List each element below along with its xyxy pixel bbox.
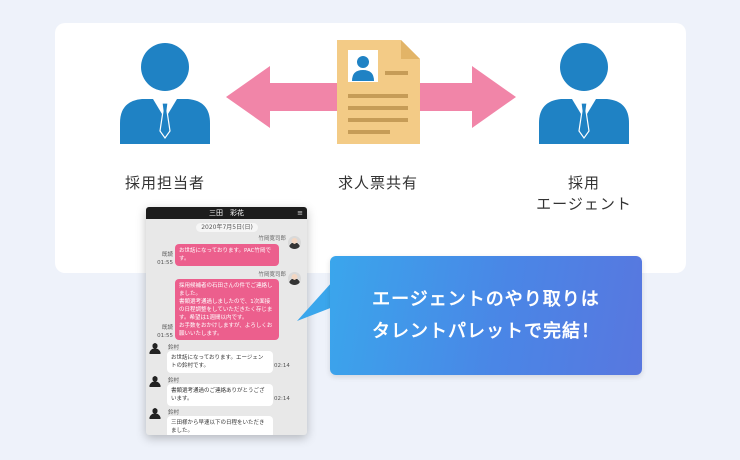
chat-window: 三田 彩花 ≡ 2020年7月5日(日) 竹岡寛司郎 既読 01:55 お世話に… (146, 207, 307, 435)
chat-message: 三田様から早速以下の日程をいただき ました。 (167, 416, 273, 435)
message-sender: 鈴村 (168, 410, 180, 416)
message-line: 書類選考通過しましたので、1次面接 (179, 299, 271, 305)
job-document-icon (337, 40, 420, 144)
message-line: ました。 (179, 291, 202, 297)
agent-label-line2: エージェント (536, 195, 632, 213)
sender-avatar (288, 272, 301, 285)
callout-pointer (297, 281, 333, 321)
agent-avatar (149, 342, 161, 354)
message-line: の日程調整をしていただきたく存じま (179, 307, 273, 313)
agent-label: 採用 エージェント (514, 173, 654, 215)
sender-avatar (288, 236, 301, 249)
message-time: 02:14 (274, 396, 290, 402)
chat-message: お世話になっております。PAC竹岡で す。 (175, 244, 279, 266)
message-line: 採用候補者の石田さんの件でご連絡し (179, 283, 273, 289)
recruiter-person-icon (120, 43, 210, 144)
job-posting-share-label: 求人票共有 (337, 174, 418, 192)
message-sender: 鈴村 (168, 345, 180, 351)
message-line: す。希望は1週間以内です。 (179, 315, 248, 321)
message-line: す。 (179, 256, 190, 262)
message-line: 書類選考通過のご連絡ありがとうござ (171, 388, 265, 394)
message-line: お手数をおかけしますが、よろしくお (179, 323, 273, 329)
menu-icon[interactable]: ≡ (297, 209, 303, 217)
message-time: 01:55 (157, 260, 173, 266)
agent-label-line1: 採用 (567, 174, 600, 192)
chat-message: 採用候補者の石田さんの件でご連絡し ました。 書類選考通過しましたので、1次面接… (175, 279, 279, 340)
chat-date: 2020年7月5日(日) (196, 223, 258, 232)
message-sender: 竹岡寛司郎 (258, 272, 286, 278)
message-sender: 鈴村 (168, 378, 180, 384)
callout-line1: エージェントのやり取りは (372, 288, 600, 310)
message-line: 願いいたします。 (179, 331, 223, 337)
message-time: 02:14 (274, 363, 290, 369)
agent-avatar (149, 375, 161, 387)
agent-avatar (149, 407, 161, 419)
chat-header: 三田 彩花 ≡ (146, 207, 307, 219)
message-line: お世話になっております。PAC竹岡で (179, 248, 271, 254)
read-status: 既読 (161, 252, 173, 258)
message-line: トの鈴村です。 (171, 363, 209, 369)
chat-message: 書類選考通過のご連絡ありがとうござ います。 (167, 384, 273, 406)
message-line: 三田様から早速以下の日程をいただき (171, 420, 265, 426)
message-sender: 竹岡寛司郎 (258, 236, 286, 242)
message-time: 01:55 (157, 333, 173, 339)
agent-person-icon (539, 43, 629, 144)
message-meta: 既読 01:55 (156, 324, 173, 340)
message-meta: 既読 01:55 (156, 251, 173, 267)
chat-message: お世話になっております。エージェン トの鈴村です。 (167, 351, 273, 373)
callout-line2: タレントパレットで完結！ (372, 320, 600, 342)
chat-contact-name: 三田 彩花 (209, 209, 244, 217)
read-status: 既読 (161, 325, 173, 331)
recruiter-label: 採用担当者 (124, 174, 205, 192)
message-line: お世話になっております。エージェン (171, 355, 264, 361)
callout-box: エージェントのやり取りは タレントパレットで完結！ (330, 256, 642, 375)
message-line: ました。 (171, 428, 194, 434)
message-line: います。 (171, 396, 193, 402)
